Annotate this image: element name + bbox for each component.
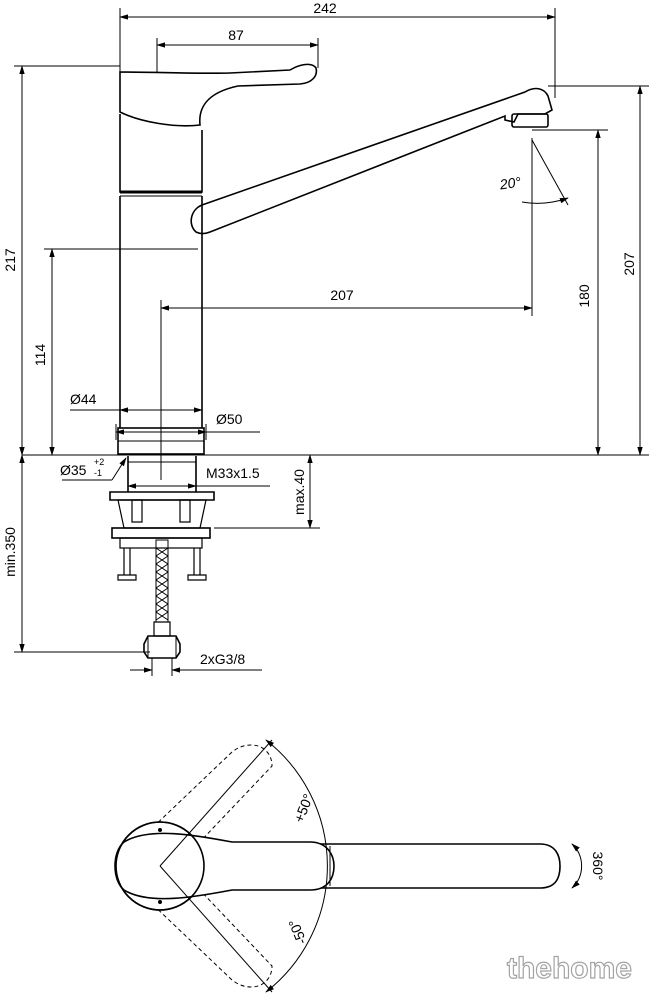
aerator [511, 113, 549, 128]
dim-spout-rotation: 360° [590, 852, 606, 881]
dim-thread: M33x1.5 [206, 465, 260, 481]
dim-spout-outlet-height: 180 [576, 284, 592, 308]
spout-top [159, 843, 561, 889]
spout-rotation-arc [571, 843, 583, 889]
dim-hole-tolerance-plus: +2 [94, 457, 104, 467]
dim-lever-down-angle: -50° [285, 917, 310, 947]
dim-lever-height: 114 [32, 344, 48, 367]
body-top-outline [115, 821, 205, 911]
dim-base-diameter: Ø50 [216, 411, 243, 427]
dim-hole-diameter: Ø35 [60, 462, 87, 478]
body-column [119, 196, 203, 428]
dim-spout-tilt-angle: 20° [498, 174, 523, 193]
spout [190, 87, 553, 235]
dim-hole-tolerance-minus: -1 [94, 468, 102, 478]
dim-spout-reach: 207 [330, 287, 354, 303]
side-dimensions [14, 8, 649, 676]
lever-angle-arc [265, 739, 328, 993]
faucet-top-view [114, 739, 583, 993]
dim-min-hose-length: min.350 [2, 527, 18, 577]
mounting-bracket [109, 491, 215, 501]
dim-connections: 2xG3/8 [200, 651, 245, 667]
braided-hose [155, 539, 169, 623]
dim-body-diameter: Ø44 [70, 391, 97, 407]
handle-lever [119, 63, 318, 127]
dim-overall-width: 242 [313, 0, 337, 16]
faucet-side-view [109, 63, 553, 659]
lever-top [114, 832, 335, 900]
dim-max-deck-thickness: max.40 [291, 469, 307, 515]
hose-nut [153, 621, 171, 637]
dim-overall-height: 217 [2, 248, 18, 272]
dim-spout-height-total: 207 [621, 252, 637, 276]
dim-lever-up-angle: +50° [290, 792, 316, 825]
dim-handle-length: 87 [228, 27, 244, 43]
mounting-shank [127, 456, 197, 492]
watermark-logo: thehome [507, 952, 632, 985]
